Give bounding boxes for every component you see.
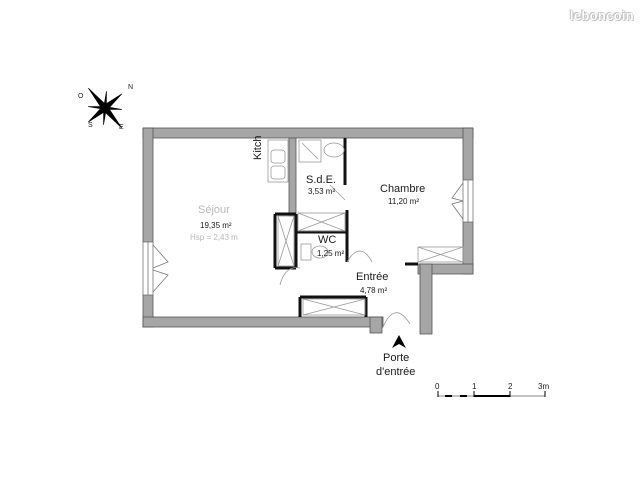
- compass-rose-icon: [87, 87, 123, 129]
- entrance-label-line1: Porte: [383, 352, 410, 364]
- scale-tick-3: 3m: [538, 382, 550, 391]
- scale-tick-2: 2: [508, 382, 513, 391]
- entrance-label-line2: d'entrée: [376, 366, 416, 378]
- room-sde-name: S.d.E.: [306, 174, 336, 186]
- scale-bar: [437, 391, 546, 397]
- room-sde-area: 3,53 m²: [308, 187, 336, 196]
- room-wc-name: WC: [318, 234, 337, 246]
- room-kitchen-name: Kitch: [252, 135, 264, 160]
- room-entree-name: Entrée: [356, 271, 389, 283]
- room-sejour-height: Hsp = 2,43 m: [190, 233, 238, 242]
- room-sejour-area: 19,35 m²: [200, 221, 232, 230]
- room-entree-area: 4,78 m²: [360, 286, 388, 295]
- room-wc-area: 1,25 m²: [317, 249, 345, 258]
- compass-o-label: O: [78, 93, 84, 100]
- entrance-arrow-icon: [392, 335, 406, 348]
- closets: [267, 139, 464, 328]
- partitions: [273, 138, 418, 317]
- windows: [142, 179, 474, 296]
- compass-s-label: S: [88, 122, 93, 129]
- scale-tick-1: 1: [472, 382, 477, 391]
- compass-n-label: N: [128, 84, 134, 91]
- room-chambre-area: 11,20 m²: [388, 197, 419, 206]
- scale-tick-0: 0: [435, 382, 440, 391]
- room-chambre-name: Chambre: [380, 183, 426, 195]
- room-sejour-name: Séjour: [198, 204, 230, 216]
- compass-e-label: E: [119, 124, 124, 131]
- watermark-logo: leboncoin: [569, 8, 634, 23]
